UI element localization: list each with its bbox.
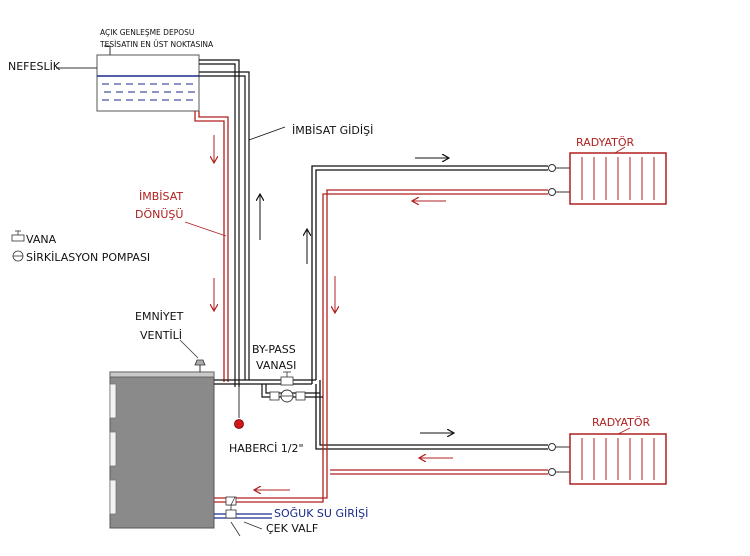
check-valve-label: ÇEK VALF <box>266 522 318 535</box>
bypass-valve <box>280 371 294 386</box>
pump-legend-icon <box>12 250 24 262</box>
radiator-top <box>548 152 667 205</box>
bypass-label-line1: BY-PASS <box>252 343 296 356</box>
safety-valve-label-line1: EMNİYET <box>135 310 184 323</box>
safety-valve-leader <box>179 339 199 359</box>
safety-valve-label-line2: VENTİLİ <box>140 329 182 342</box>
main-return-pipe <box>214 189 548 503</box>
indicator-label: HABERCİ 1/2" <box>229 442 304 455</box>
radiator-top-label: RADYATÖR <box>576 136 635 149</box>
boiler <box>109 371 215 529</box>
cold-water-label: SOĞUK SU GİRİŞİ <box>274 507 368 520</box>
cold-water-inlet <box>214 504 272 519</box>
radiator-top-leader <box>614 146 626 154</box>
radiator-bottom <box>548 433 667 485</box>
expansion-return-pipe <box>194 111 229 382</box>
expansion-return-leader <box>184 221 227 237</box>
valve-legend-icon <box>11 230 25 242</box>
expansion-supply-pipe <box>199 59 240 387</box>
pump-legend-label: SİRKİLASYON POMPASI <box>26 251 150 264</box>
valve-legend-label: VANA <box>26 233 57 246</box>
safety-valve <box>194 359 206 372</box>
expansion-tank <box>96 45 200 112</box>
radiator-bottom-label: RADYATÖR <box>592 416 651 429</box>
radiator-bottom-leader <box>617 427 631 435</box>
tank-label-line2: TESİSATIN EN ÜST NOKTASINA <box>99 40 214 49</box>
tank-label-line1: AÇIK GENLEŞME DEPOSU <box>100 28 194 37</box>
bypass-label-line2: VANASI <box>256 359 296 372</box>
circulation-pump <box>269 389 306 403</box>
expansion-supply-branch <box>199 71 250 380</box>
vent-label: NEFESLİK <box>8 60 61 73</box>
expansion-supply-label: İMBİSAT GİDİŞİ <box>292 124 373 137</box>
indicator-valve <box>234 387 244 429</box>
expansion-return-label-line2: DÖNÜŞÜ <box>135 208 183 221</box>
main-supply-pipe <box>214 165 548 450</box>
expansion-return-label-line1: İMBİSAT <box>139 190 183 203</box>
check-valve <box>225 496 263 537</box>
expansion-supply-leader <box>248 126 286 141</box>
